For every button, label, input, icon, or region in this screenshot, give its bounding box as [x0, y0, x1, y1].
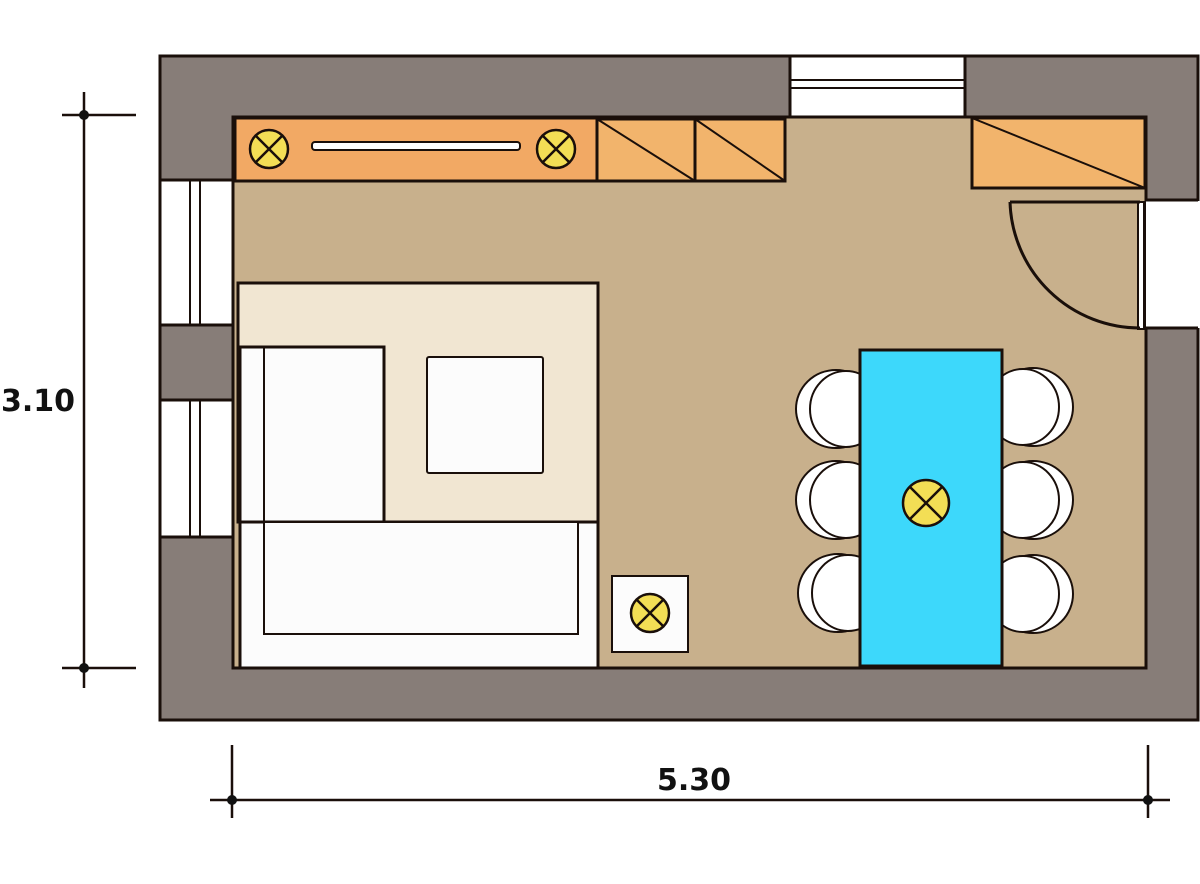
tv-bar [311, 141, 521, 151]
sofa [238, 520, 600, 670]
window-left-lower [158, 398, 235, 539]
height-dimension-label: 3.10 [1, 384, 75, 419]
cabinet-right [970, 116, 1147, 190]
window-left-upper [158, 178, 235, 327]
ceiling-light-icon [248, 128, 951, 634]
dimension-width [210, 745, 1170, 818]
chair [795, 369, 883, 449]
coffee-table [426, 356, 544, 474]
cabinet-unit-1 [595, 117, 697, 183]
chair [986, 367, 1074, 447]
door [1008, 198, 1200, 330]
dimension-height [62, 92, 136, 688]
sofa-chaise [238, 345, 386, 524]
window-top [788, 54, 967, 119]
width-dimension-label: 5.30 [657, 763, 731, 798]
chair [986, 554, 1074, 634]
cabinet-unit-2 [693, 117, 787, 183]
